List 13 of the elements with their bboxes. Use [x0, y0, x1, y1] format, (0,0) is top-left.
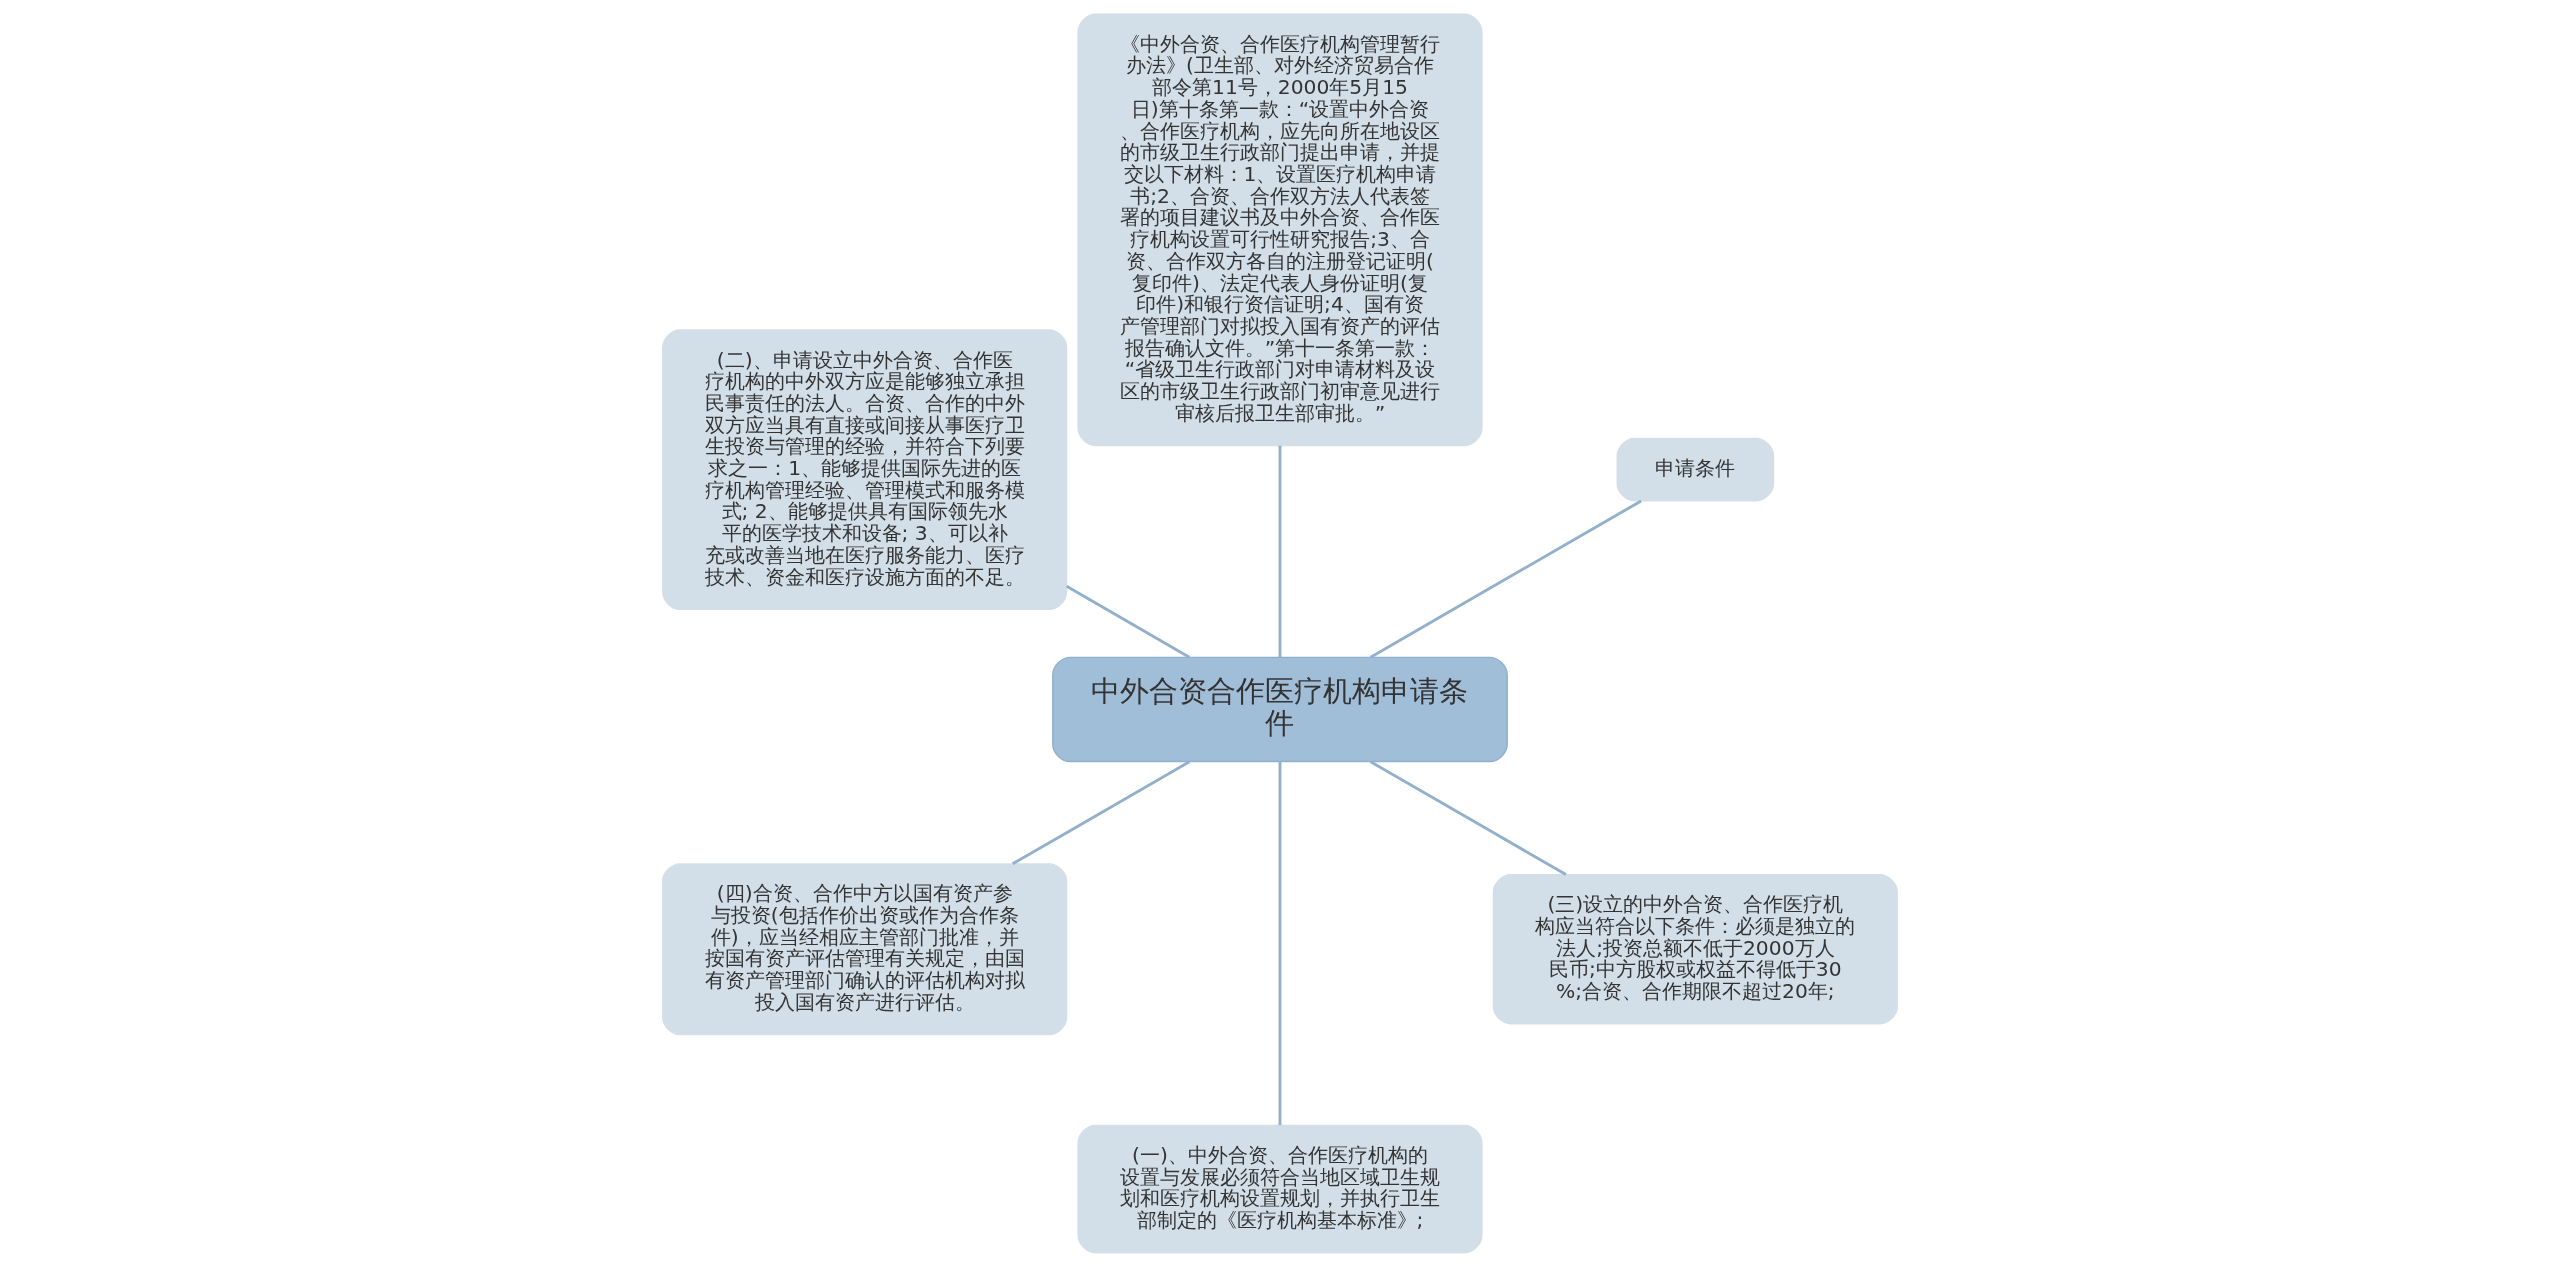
node-box: 《中外合资、合作医疗机构管理暂行办法》(卫生部、对外经济贸易合作部令第11号，2000年5月15日)第十条第一款：“设置中外合资、合作医疗机构，应先向所在地设区的市级卫生行政部门提出申请，并提交以下材料：1、设置医疗机构申请书;2、合资、合作双方法人代表签署的项目建议书及中外合资、合作医疗机构设置可行性研究报告;3、合资、合作双方各自的注册登记证明(复印件)、法定代表人身份证明(复印件)和银行资信证明;4、国有资产管理部门对拟投入国有资产的评估报告确认文件。”第十一条第一款：“省级卫生行政部门对申请材料及设区的市级卫生行政部门初审意见进行审核后报卫生部审批。”	[1077, 13, 1483, 447]
node-box: (二)、申请设立中外合资、合作医疗机构的中外双方应是能够独立承担民事责任的法人。合资、合作的中外双方应当具有直接或间接从事医疗卫生投资与管理的经验，并符合下列要求之一：1、能够提供国际先进的医疗机构管理经验、管理模式和服务模式; 2、能够提供具有国际领先水平的医学技术和设备; 3、可以补充或改善当地在医疗服务能力、医疗技术、资金和医疗设施方面的不足。	[662, 329, 1068, 611]
node-box: (三)设立的中外合资、合作医疗机构应当符合以下条件：必须是独立的法人;投资总额不低于2000万人民币;中方股权或权益不得低于30%;合资、合作期限不超过20年;	[1492, 874, 1898, 1025]
node-box: 申请条件	[1616, 437, 1775, 502]
connector	[1278, 445, 1282, 658]
connector	[1011, 760, 1191, 866]
connector	[1065, 585, 1191, 659]
node-box: 中外合资合作医疗机构申请条件	[1052, 656, 1508, 763]
connector	[1369, 760, 1567, 876]
node-box: (四)合资、合作中方以国有资产参与投资(包括作价出资或作为合作条件)，应当经相应主管部门批准，并按国有资产评估管理有关规定，由国有资产管理部门确认的评估机构对拟投入国有资产进行评估。	[662, 863, 1068, 1036]
connector	[1278, 761, 1282, 1126]
node-box: (一)、中外合资、合作医疗机构的设置与发展必须符合当地区域卫生规划和医疗机构设置规划，并执行卫生部制定的《医疗机构基本标准》;	[1077, 1124, 1483, 1254]
connector	[1369, 499, 1642, 659]
